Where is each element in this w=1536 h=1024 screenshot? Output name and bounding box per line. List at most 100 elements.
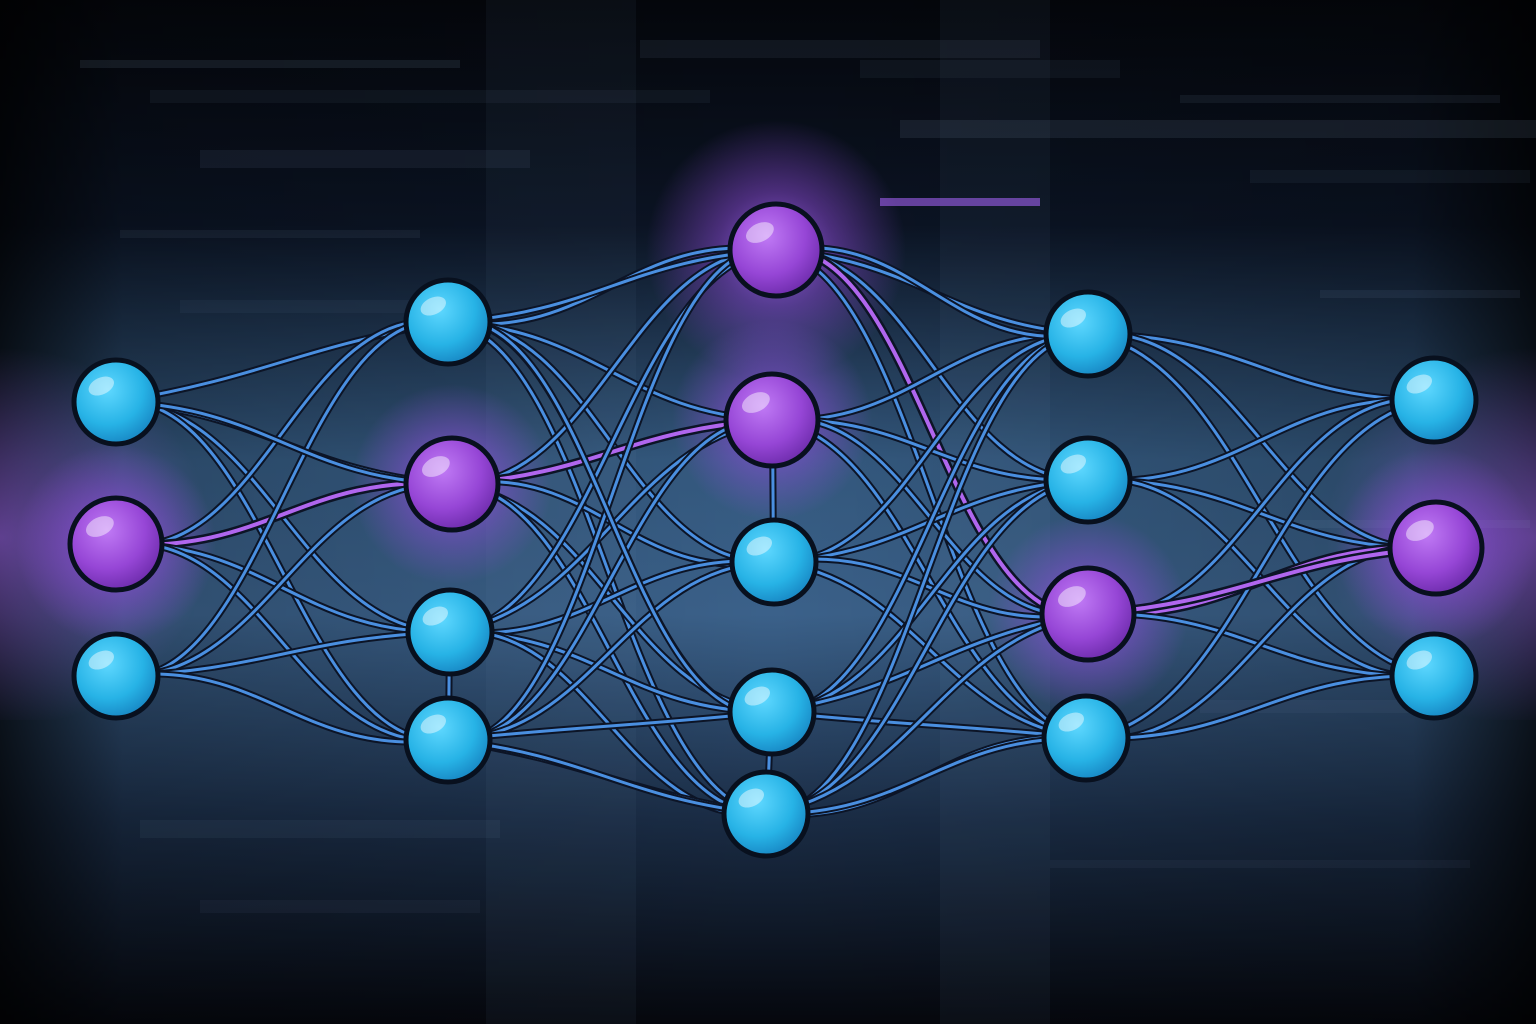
edge bbox=[446, 738, 768, 816]
glitch-streak bbox=[880, 198, 1040, 206]
glitch-streak bbox=[200, 150, 530, 168]
node-highlight bbox=[742, 392, 770, 413]
node-n4b bbox=[1043, 435, 1133, 525]
edge bbox=[114, 319, 450, 679]
node-highlight bbox=[88, 650, 114, 670]
edge bbox=[764, 612, 1090, 816]
edge bbox=[450, 248, 778, 486]
edge bbox=[764, 478, 1090, 816]
node-highlight bbox=[744, 686, 770, 706]
cyan-node bbox=[729, 517, 819, 607]
node-highlight bbox=[1060, 454, 1086, 474]
edge bbox=[446, 560, 776, 742]
edge bbox=[1086, 397, 1436, 483]
edge bbox=[114, 482, 454, 678]
purple-node bbox=[727, 201, 825, 299]
node-highlight bbox=[420, 296, 446, 316]
node-n4c bbox=[1039, 565, 1137, 663]
glitch-streak bbox=[860, 60, 1120, 78]
highlighted-edge bbox=[1086, 546, 1438, 616]
edge bbox=[774, 248, 1088, 740]
node-n5b bbox=[1387, 499, 1485, 597]
purple-node bbox=[403, 435, 501, 533]
node-highlight bbox=[1406, 520, 1434, 541]
edge bbox=[772, 557, 1090, 619]
edge bbox=[770, 612, 1090, 714]
node-n2b bbox=[403, 435, 501, 533]
node-highlight bbox=[738, 788, 764, 808]
edge bbox=[770, 710, 1088, 740]
node-n5c bbox=[1389, 631, 1479, 721]
edge bbox=[114, 672, 450, 744]
cyan-node bbox=[405, 587, 495, 677]
highlighted-edge bbox=[450, 418, 774, 486]
edge bbox=[774, 246, 1090, 338]
node-highlight bbox=[422, 606, 448, 626]
edge bbox=[114, 400, 454, 486]
edge bbox=[446, 418, 774, 742]
node-n1b bbox=[67, 495, 165, 593]
node-n3a bbox=[727, 201, 825, 299]
cyan-node bbox=[71, 631, 161, 721]
cyan-node bbox=[1043, 435, 1133, 525]
edge bbox=[114, 319, 450, 547]
glitch-streaks bbox=[80, 0, 1536, 1024]
edge bbox=[770, 478, 1090, 714]
edge bbox=[446, 320, 768, 816]
edge bbox=[446, 710, 774, 742]
glitch-streak bbox=[180, 300, 440, 313]
edge bbox=[446, 248, 778, 324]
glitch-streak bbox=[140, 820, 500, 838]
highlighted-edge bbox=[774, 247, 1090, 617]
edge bbox=[1084, 674, 1436, 740]
node-n2a bbox=[403, 277, 493, 367]
node-n3b bbox=[723, 371, 821, 469]
node-highlight bbox=[420, 714, 446, 734]
glitch-streak bbox=[1180, 95, 1500, 103]
cyan-node bbox=[1043, 289, 1133, 379]
edge bbox=[446, 319, 774, 715]
node-n5a bbox=[1389, 355, 1479, 445]
node-n3d bbox=[727, 667, 817, 757]
purple-node bbox=[1039, 565, 1137, 663]
glitch-streak bbox=[1320, 290, 1520, 298]
node-n1a bbox=[71, 357, 161, 447]
edge bbox=[1084, 398, 1436, 740]
highlighted-edge bbox=[114, 481, 454, 547]
node-highlight bbox=[1406, 650, 1432, 670]
edge bbox=[448, 559, 776, 635]
glitch-streak bbox=[120, 230, 420, 238]
glitch-streak bbox=[640, 40, 1040, 58]
glitch-streak bbox=[1250, 170, 1530, 183]
node-highlight bbox=[1060, 308, 1086, 328]
cyan-node bbox=[727, 667, 817, 757]
glitch-streak bbox=[150, 90, 710, 103]
node-highlight bbox=[1406, 374, 1432, 394]
edge bbox=[764, 736, 1088, 816]
node-n4d bbox=[1041, 693, 1131, 783]
glitch-streak bbox=[80, 60, 460, 68]
edge bbox=[770, 418, 1088, 740]
node-n1c bbox=[71, 631, 161, 721]
cyan-node bbox=[71, 357, 161, 447]
cyan-node bbox=[1041, 693, 1131, 783]
cyan-node bbox=[1389, 355, 1479, 445]
node-n3e bbox=[721, 769, 811, 859]
glitch-streak bbox=[200, 900, 480, 913]
purple-node bbox=[723, 371, 821, 469]
node-highlight bbox=[422, 456, 450, 477]
node-highlight bbox=[86, 516, 114, 537]
purple-node bbox=[67, 495, 165, 593]
edge bbox=[114, 400, 450, 742]
node-highlight bbox=[88, 376, 114, 396]
cyan-node bbox=[721, 769, 811, 859]
node-highlight bbox=[1058, 586, 1086, 607]
node-n2d bbox=[403, 695, 493, 785]
node-highlight bbox=[746, 222, 774, 243]
glitch-streak bbox=[900, 120, 1536, 138]
edge bbox=[114, 541, 450, 743]
node-n4a bbox=[1043, 289, 1133, 379]
edge bbox=[772, 560, 1088, 740]
